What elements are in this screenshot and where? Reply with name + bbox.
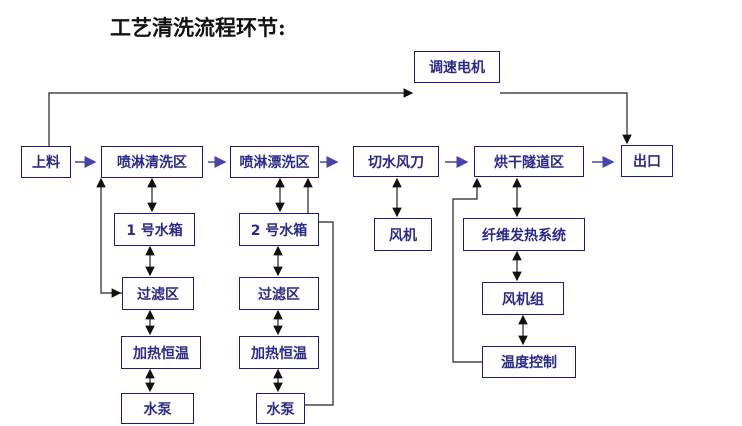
node-air-knife: 切水风刀 bbox=[353, 146, 439, 177]
load-to-motor-line bbox=[48, 88, 414, 146]
pump2-return-line bbox=[303, 177, 334, 406]
node-pump2: 水泵 bbox=[256, 393, 305, 424]
node-filter1: 过滤区 bbox=[122, 277, 194, 310]
node-fan: 风机 bbox=[374, 218, 432, 251]
node-heat1: 加热恒温 bbox=[121, 336, 201, 369]
node-tank1: 1 号水箱 bbox=[114, 213, 195, 246]
node-exit: 出口 bbox=[621, 145, 673, 177]
node-spray-wash: 喷淋清洗区 bbox=[101, 146, 203, 178]
node-fan-group: 风机组 bbox=[482, 282, 564, 315]
node-fiber-heater: 纤维发热系统 bbox=[463, 218, 585, 251]
node-tank2: 2 号水箱 bbox=[239, 213, 319, 246]
node-heat2: 加热恒温 bbox=[239, 336, 319, 369]
node-load: 上料 bbox=[21, 146, 71, 178]
node-filter2: 过滤区 bbox=[239, 277, 319, 310]
motor-to-exit-line bbox=[500, 92, 632, 145]
node-pump1: 水泵 bbox=[121, 393, 194, 424]
temp-control-line bbox=[452, 177, 482, 363]
diagram-title: 工艺清洗流程环节: bbox=[110, 15, 286, 40]
node-dry-tunnel: 烘干隧道区 bbox=[474, 146, 584, 177]
node-temp-control: 温度控制 bbox=[482, 346, 576, 378]
node-spray-rinse: 喷淋漂洗区 bbox=[230, 146, 319, 178]
node-motor: 调速电机 bbox=[414, 51, 500, 83]
